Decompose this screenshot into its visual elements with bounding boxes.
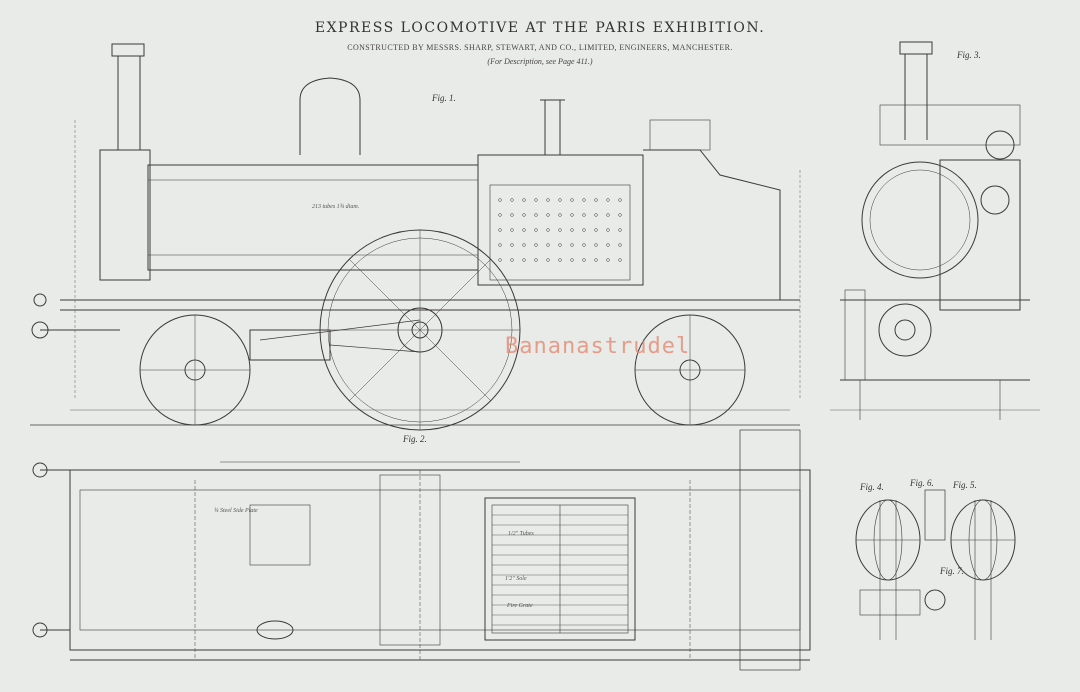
plate-title: EXPRESS LOCOMOTIVE AT THE PARIS EXHIBITI…: [314, 20, 766, 36]
fig-2-label: Fig. 2.: [403, 434, 427, 444]
side-plate-annotation: ¾ Steel Side Plate: [214, 508, 258, 514]
plate-reference: (For Description, see Page 411.): [487, 57, 593, 66]
fire-grate-annotation: Fire Grate: [507, 603, 533, 609]
watermark-text: Bananastrudel: [505, 334, 691, 359]
fig-6-label: Fig. 6.: [910, 478, 934, 488]
fig-5-label: Fig. 5.: [953, 480, 977, 490]
fig-1-label: Fig. 1.: [432, 93, 456, 103]
tubes-plan-annotation: 1/2" Tubes: [508, 531, 534, 537]
firebox-annotation: 1'2" Sole: [505, 576, 527, 582]
fig-7-label: Fig. 7.: [940, 566, 964, 576]
fig-4-7-valve-details: [855, 489, 1016, 640]
fig-1-side-elevation: [30, 43, 801, 431]
fig-2-plan-view: [32, 429, 811, 671]
firebox-stays: [498, 198, 622, 262]
fig-3-end-elevation: [830, 41, 1040, 420]
tubes-annotation: 213 tubes 1¾ diam.: [312, 204, 360, 210]
fig-3-label: Fig. 3.: [957, 50, 981, 60]
fig-4-label: Fig. 4.: [860, 482, 884, 492]
plate-subtitle: CONSTRUCTED BY MESSRS. SHARP, STEWART, A…: [347, 43, 733, 52]
